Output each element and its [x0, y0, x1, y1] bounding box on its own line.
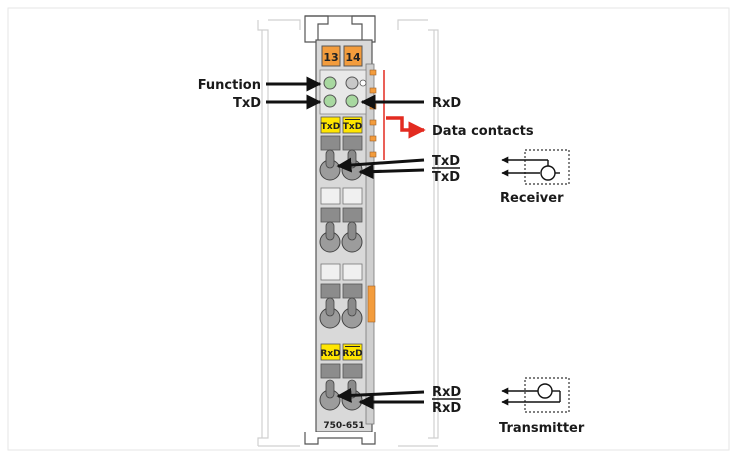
- transmitter-symbol: [501, 377, 570, 413]
- frame-border: [7, 7, 730, 451]
- tag-rxd-bar-text: RxD: [342, 349, 362, 359]
- tag-txd: [320, 116, 341, 134]
- top-latch: [304, 15, 376, 43]
- part-number: 750-651: [323, 421, 364, 431]
- io-module: 13 14 TxD TxD: [304, 15, 377, 445]
- txd-bar-terminal-arrow: [358, 164, 425, 180]
- txd-terminal-arrow: [336, 157, 425, 173]
- din-rail-outline: [257, 19, 439, 447]
- callout-arrows: [266, 76, 425, 410]
- tag-txd-bar-text: TxD: [343, 122, 362, 132]
- function-led: [323, 76, 337, 90]
- tag-rxd: [320, 343, 341, 361]
- txd-led: [323, 94, 337, 108]
- terminal-unused-1b: [341, 221, 363, 253]
- led-label-13: [321, 45, 341, 67]
- rxd-bar-terminal-label: RxD: [432, 401, 461, 416]
- bottom-latch: [304, 432, 376, 445]
- txd-led-label: TxD: [233, 96, 261, 111]
- tag-txd-text: TxD: [321, 122, 340, 132]
- rxd-terminal-arrow: [336, 387, 425, 403]
- tag-rxd-text: RxD: [320, 349, 340, 359]
- led-label-13-text: 13: [323, 51, 338, 64]
- power-jumper-contact: [367, 285, 376, 323]
- function-label: Function: [198, 78, 261, 93]
- led-label-14: [343, 45, 363, 67]
- terminal-unused-2b: [341, 297, 363, 329]
- txd-terminal-label: TxD: [432, 154, 460, 169]
- terminal-rxd: [319, 379, 341, 411]
- tag-txd-bar: [342, 116, 363, 134]
- txd-bar-terminal-label: TxD: [432, 170, 460, 185]
- led-label-14-text: 14: [345, 51, 361, 64]
- tag-rxd-bar: [342, 343, 363, 361]
- unused-led: [345, 76, 359, 90]
- receiver-label: Receiver: [500, 191, 564, 206]
- data-contacts-indicator: [383, 70, 426, 160]
- rxd-led-label: RxD: [432, 96, 461, 111]
- data-contacts-label: Data contacts: [432, 124, 534, 139]
- rxd-terminal-label: RxD: [432, 385, 461, 400]
- terminal-unused-2a: [319, 297, 341, 329]
- rxd-led: [345, 94, 359, 108]
- terminal-unused-1a: [319, 221, 341, 253]
- receiver-symbol: [501, 149, 570, 185]
- transmitter-label: Transmitter: [499, 421, 585, 436]
